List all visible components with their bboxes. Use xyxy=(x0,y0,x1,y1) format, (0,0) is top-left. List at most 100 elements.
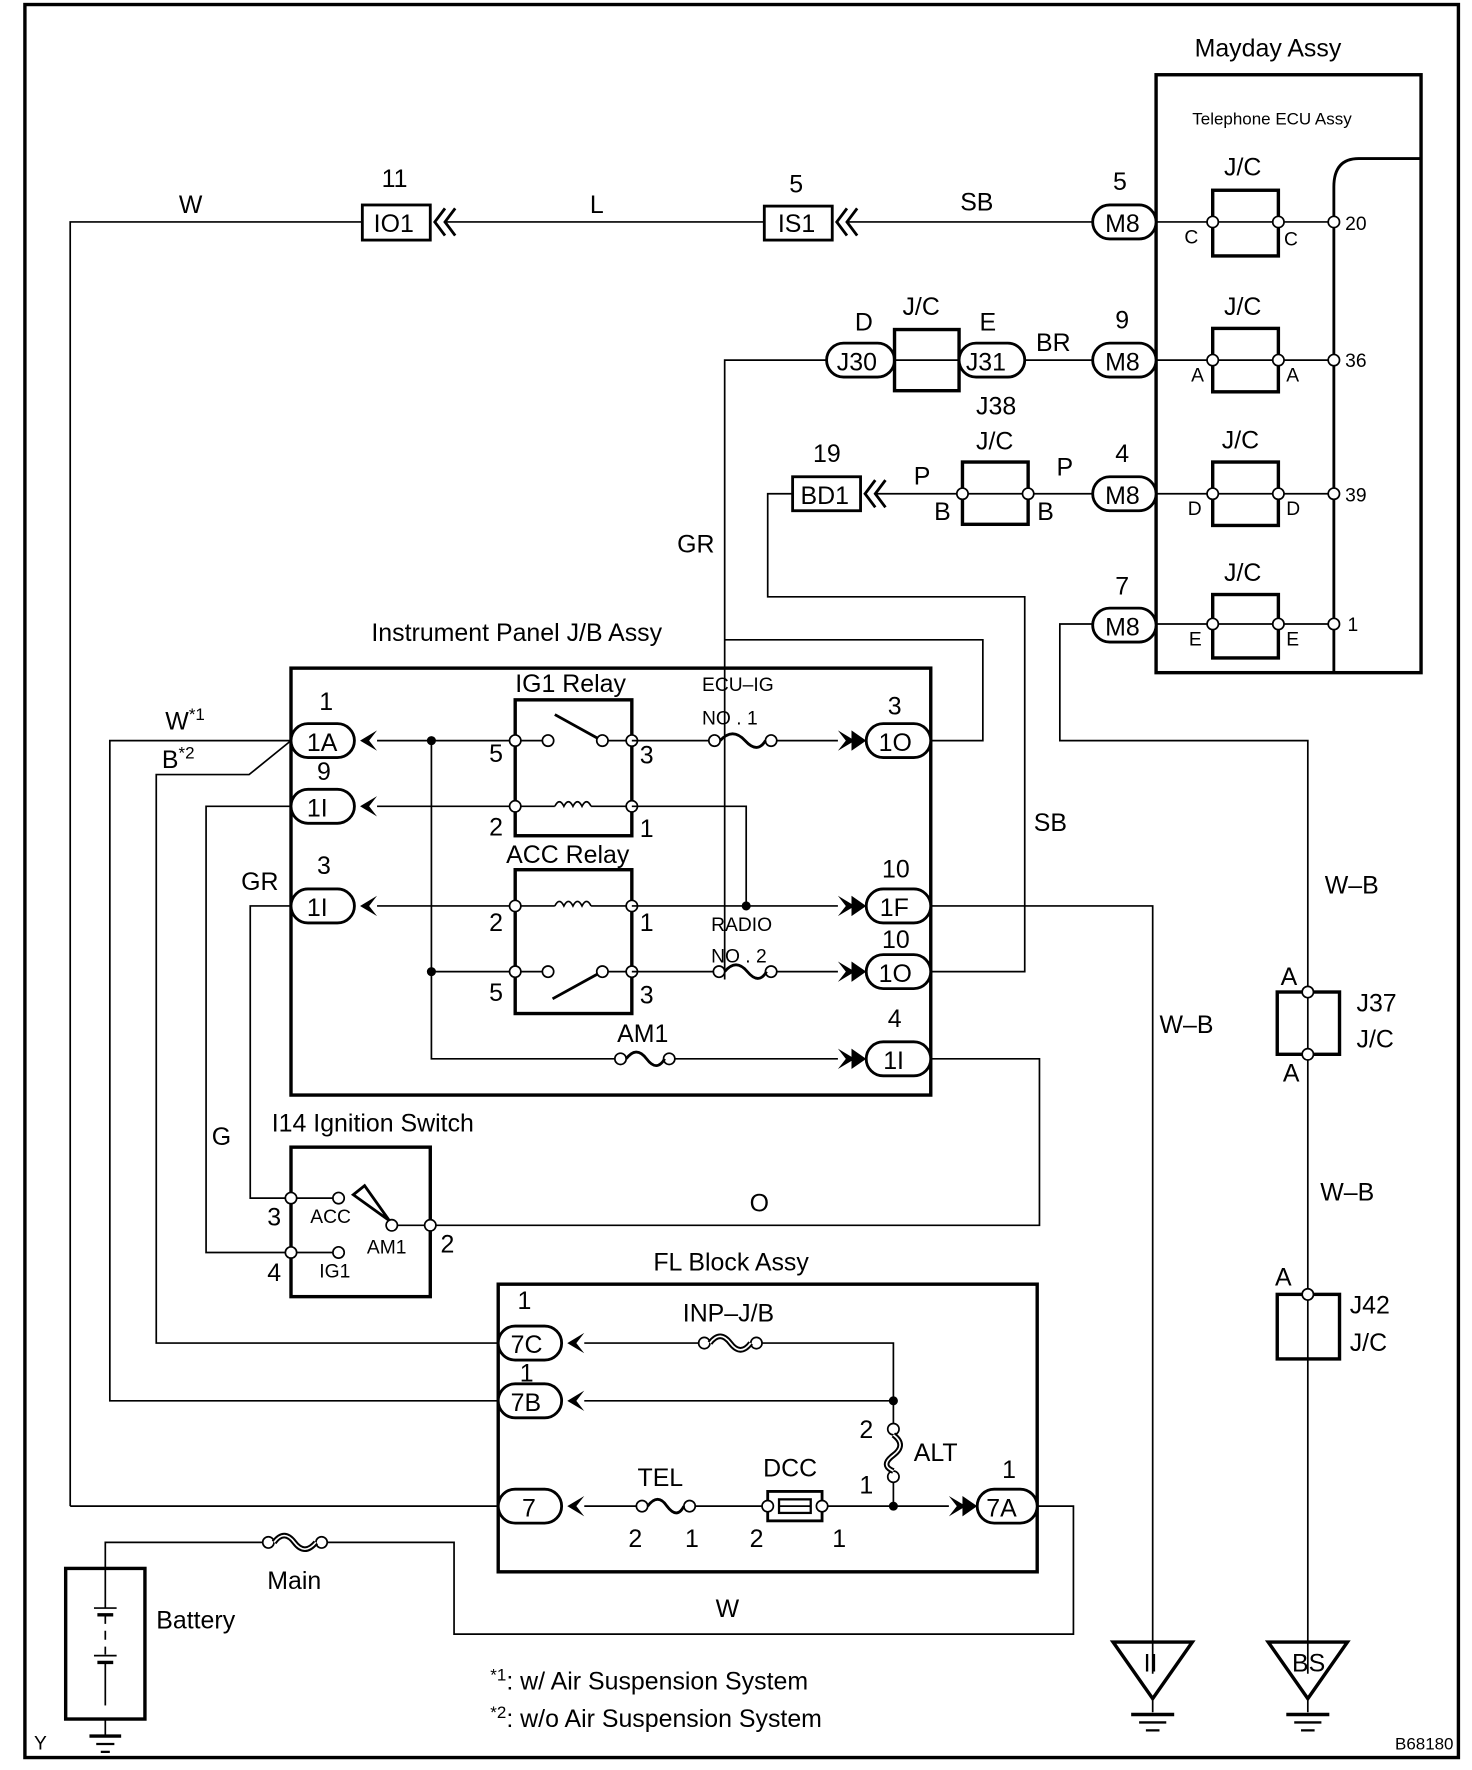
fuse-tel: TEL 2 1 xyxy=(628,1464,698,1553)
jc-label: J/C xyxy=(1222,426,1259,454)
j37-pin-bottom: A xyxy=(1283,1059,1300,1087)
conn-number: 4 xyxy=(888,1005,902,1033)
conn-number: 9 xyxy=(317,758,331,786)
j38-jc: J/C xyxy=(976,428,1013,456)
junction-dot xyxy=(426,736,436,746)
ground-ii: II xyxy=(1109,1640,1196,1732)
j38-bd1-junction: J38 J/C 19 BD1 P B B P xyxy=(766,392,1093,973)
mayday-row-1: 5 M8 J/C C C 20 xyxy=(1091,154,1367,258)
fusible-link-main: Main xyxy=(104,1532,329,1595)
wire-color-sb-top: SB xyxy=(960,189,993,217)
m8-label: M8 xyxy=(1105,613,1140,641)
main-fuse-label: Main xyxy=(267,1567,321,1595)
fuse-radio-label: RADIO xyxy=(711,915,772,936)
wire-wb-ground-ii xyxy=(930,905,1154,1674)
alt-pin-top: 2 xyxy=(859,1416,873,1444)
conn-label: 1I xyxy=(307,794,328,822)
ignition-switch: ACC IG1 AM1 3 4 2 xyxy=(267,1145,454,1299)
fl-connector-7a: 1 7A xyxy=(948,1456,1039,1525)
conn-label: 7A xyxy=(986,1494,1017,1522)
m8-pin-number: 5 xyxy=(1113,168,1127,196)
j42-junction: A J42 J/C xyxy=(1275,1263,1390,1361)
conn-label: 7 xyxy=(522,1494,536,1522)
j38-name: J38 xyxy=(976,392,1016,420)
top-w-wire: W xyxy=(69,191,363,1507)
fuse-ecu-ig-label: ECU–IG xyxy=(702,675,774,696)
conn-number: 1 xyxy=(520,1360,534,1388)
j38-pin-right: B xyxy=(1037,498,1054,526)
wire-w-star xyxy=(108,739,499,1402)
acc-relay: ACC Relay 2 1 5 3 xyxy=(489,841,654,1016)
note-mark: * xyxy=(490,1703,497,1722)
ecu-pin: 39 xyxy=(1345,486,1366,507)
jc-pin-left: A xyxy=(1191,366,1204,387)
wire-gr-left xyxy=(249,905,292,1199)
connector-io1-label: IO1 xyxy=(374,210,414,238)
wire-o xyxy=(430,1057,1041,1227)
wire-color-w-bottom: W xyxy=(716,1595,740,1623)
jc-label: J/C xyxy=(1224,293,1261,321)
wire-b-star xyxy=(155,739,499,1344)
fusible-link-inp-jb: INP–J/B xyxy=(584,1300,895,1401)
conn-number: 3 xyxy=(317,852,331,880)
wire-gr-to-1o xyxy=(724,638,984,742)
coil-link-wire xyxy=(631,805,748,906)
conn-label: 1I xyxy=(307,894,328,922)
ecu-pin: 36 xyxy=(1345,351,1366,372)
battery: Battery xyxy=(63,1566,236,1754)
tel-pin-left: 2 xyxy=(628,1525,642,1553)
dcc-label: DCC xyxy=(763,1455,817,1483)
footnotes: *1: w/ Air Suspension System *2: w/o Air… xyxy=(490,1666,822,1733)
wire-color-br: BR xyxy=(1036,329,1071,357)
note-sup: 1 xyxy=(497,1666,506,1685)
dcc-pin-left: 2 xyxy=(750,1525,764,1553)
fl-connector-7b: 1 7B xyxy=(496,1360,585,1420)
jc-pin-left: C xyxy=(1184,227,1198,248)
relay-pin-1: 1 xyxy=(640,909,654,937)
mayday-row-4: 7 M8 J/C E E 1 xyxy=(1091,559,1358,660)
relay-pin-3: 3 xyxy=(640,981,654,1009)
wire-w-bottom xyxy=(324,1505,1075,1635)
w-star-sup: *1 xyxy=(189,705,205,724)
jc-pin-right: D xyxy=(1286,499,1300,520)
m8-label: M8 xyxy=(1105,210,1140,238)
wire-color-b-star: B*2 xyxy=(162,744,195,774)
ignition-switch-title: I14 Ignition Switch xyxy=(272,1109,474,1137)
fuse-am1-label: AM1 xyxy=(617,1020,668,1048)
conn-label: 7B xyxy=(511,1389,541,1417)
inp-jb-label: INP–J/B xyxy=(683,1300,774,1328)
jb-right-connector-1i-4: 4 1I xyxy=(837,1005,933,1078)
ig1-relay-label: IG1 Relay xyxy=(515,670,626,698)
jc-pin-right: E xyxy=(1286,629,1299,650)
wire-wb-ground-bs xyxy=(1058,623,1309,1674)
fuse-radio-no: NO . 2 xyxy=(711,947,767,968)
b-star-sup: *2 xyxy=(179,744,195,763)
ignition-pin-3: 3 xyxy=(267,1203,281,1231)
j30-jc-label: J/C xyxy=(902,293,939,321)
fusible-link-alt: ALT 2 1 xyxy=(859,1400,958,1507)
alt-pin-bottom: 1 xyxy=(859,1472,873,1500)
ignition-ig1-label: IG1 xyxy=(319,1261,350,1282)
mayday-title: Mayday Assy xyxy=(1195,35,1342,63)
j42-type: J/C xyxy=(1350,1329,1387,1357)
conn-label: 1I xyxy=(883,1047,904,1075)
wire-color-gr-left: GR xyxy=(241,868,278,896)
jb-title: Instrument Panel J/B Assy xyxy=(371,619,662,647)
fl-block-title: FL Block Assy xyxy=(653,1249,809,1277)
fuse-am1: AM1 xyxy=(613,1020,838,1068)
conn-number: 1 xyxy=(1002,1456,1016,1484)
wire-color-o: O xyxy=(750,1190,769,1218)
j37-name: J37 xyxy=(1357,989,1397,1017)
wire-color-g: G xyxy=(212,1123,231,1151)
dcc-pin-right: 1 xyxy=(832,1525,846,1553)
j37-pin-top: A xyxy=(1281,963,1298,991)
ecu-pin: 20 xyxy=(1345,214,1366,235)
bd1-label: BD1 xyxy=(801,482,849,510)
j30-label: J30 xyxy=(837,348,877,376)
ignition-pin-4: 4 xyxy=(267,1259,281,1287)
j37-junction: A A J37 J/C xyxy=(1275,963,1397,1087)
connector-is1-number: 5 xyxy=(789,171,803,199)
conn-label: 7C xyxy=(511,1331,543,1359)
j30-pin: D xyxy=(855,309,873,337)
